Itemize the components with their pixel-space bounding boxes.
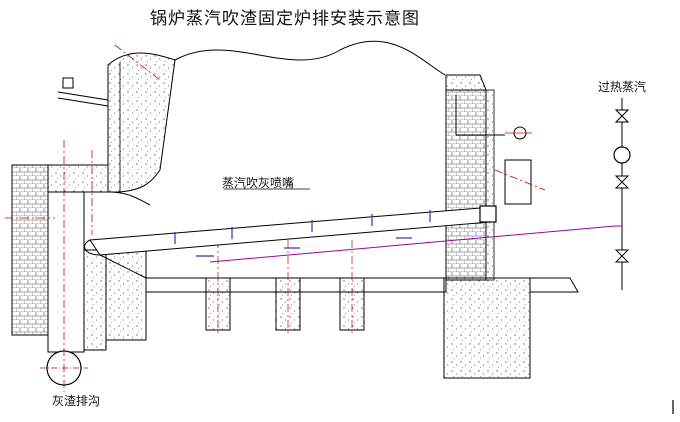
right-upper-equipment bbox=[455, 95, 532, 205]
top-left-fitting bbox=[57, 77, 109, 107]
label-ash-trench: 灰渣排沟 bbox=[52, 394, 101, 408]
furnace-upper-wall bbox=[107, 52, 176, 193]
label-superheated-steam: 过热蒸汽 bbox=[598, 80, 647, 94]
center-lines bbox=[5, 44, 546, 235]
label-steam-nozzle: 蒸汽吹灰喷嘴 bbox=[222, 176, 295, 190]
left-duct bbox=[47, 191, 147, 353]
support-pillars bbox=[205, 240, 365, 335]
ash-trench-circle bbox=[40, 140, 88, 392]
steam-header bbox=[479, 205, 497, 223]
steam-supply-pipe bbox=[209, 225, 616, 263]
diagram-title: 锅炉蒸汽吹渣固定炉排安装示意图 bbox=[150, 9, 420, 29]
valve-icon bbox=[614, 109, 630, 263]
furnace-roof-outline bbox=[174, 40, 446, 76]
left-brick-wall bbox=[11, 164, 49, 336]
right-wall bbox=[443, 74, 579, 379]
steam-nozzles bbox=[174, 210, 431, 257]
